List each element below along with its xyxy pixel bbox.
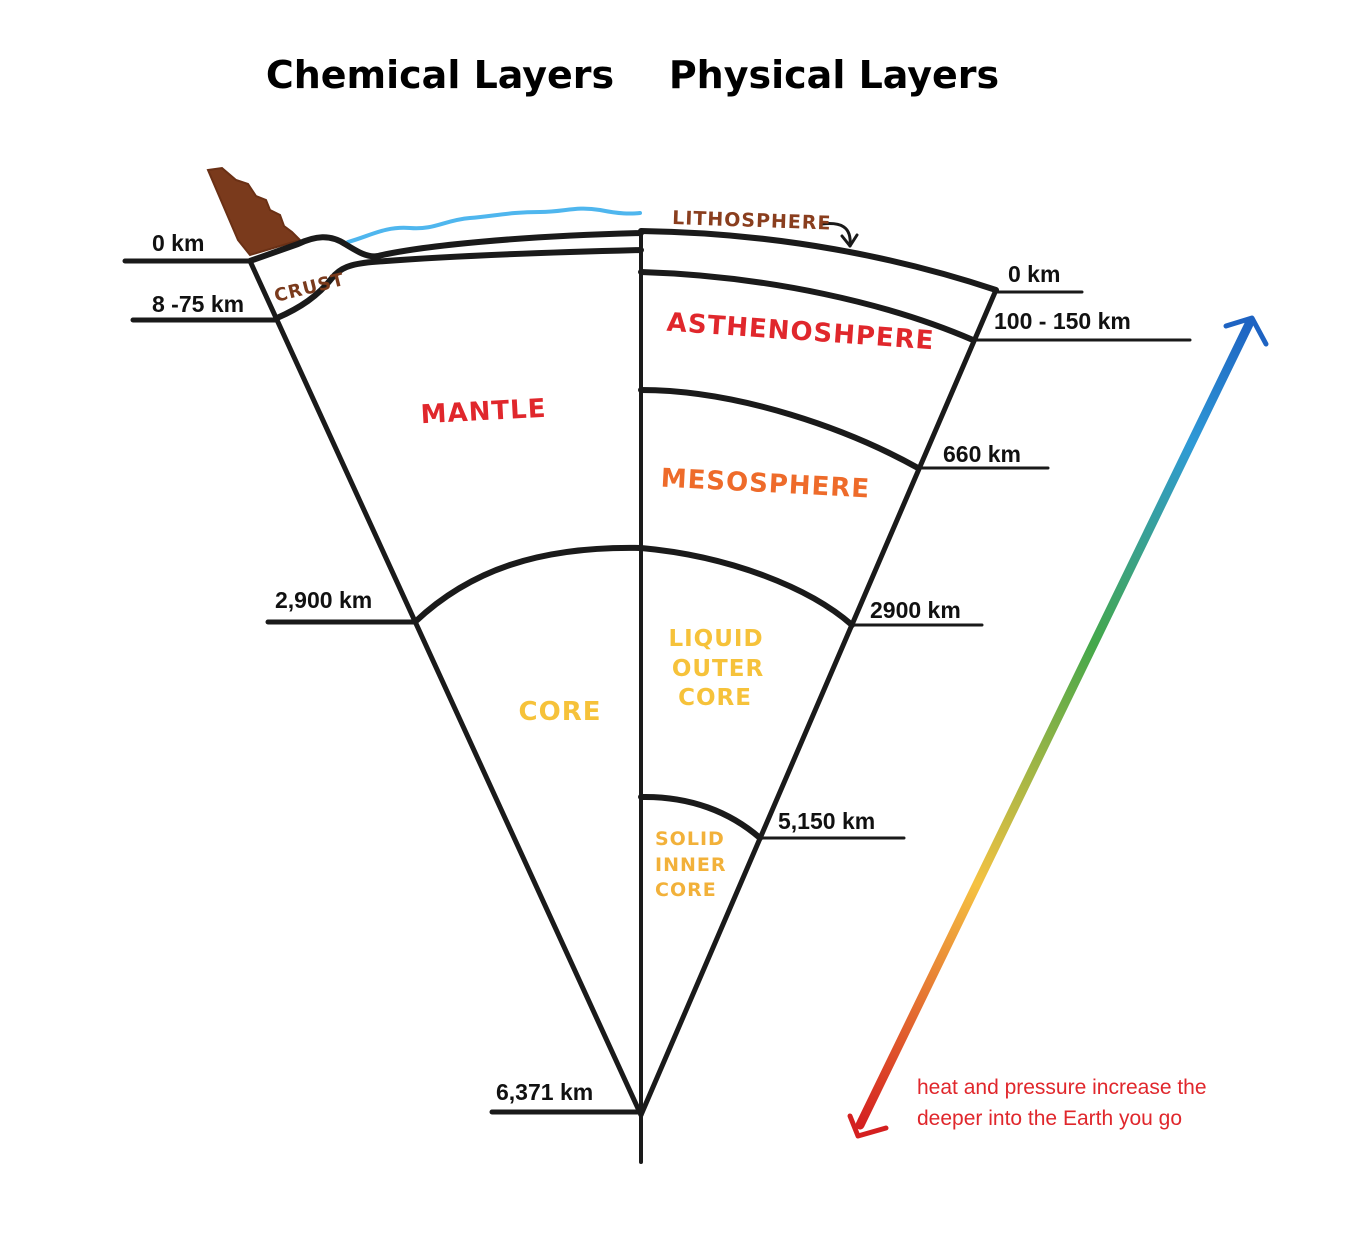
depth-label-0km-left: 0 km bbox=[152, 230, 204, 256]
outer-core-top-line bbox=[638, 545, 855, 628]
depth-label-2900-right: 2900 km bbox=[870, 597, 961, 623]
chemical-layers-heading: Chemical Layers bbox=[266, 53, 614, 97]
inner-core-top-line bbox=[638, 793, 763, 841]
chemical-surface-line bbox=[247, 230, 644, 264]
chemical-core-boundary bbox=[412, 544, 644, 625]
mantle-label: MANTLE bbox=[420, 394, 547, 431]
outer-core-label-line2: OUTER bbox=[672, 656, 764, 682]
outer-core-label-line3: CORE bbox=[678, 685, 752, 711]
outer-core-label-line1: LIQUID bbox=[668, 626, 763, 652]
gradient-arrowhead-bottom bbox=[847, 1113, 889, 1139]
left-wedge-edge bbox=[247, 258, 644, 1118]
crust-base-line bbox=[274, 247, 644, 321]
mesosphere-label: MESOSPHERE bbox=[660, 464, 871, 505]
depth-label-660: 660 km bbox=[943, 441, 1021, 467]
ocean-waterline bbox=[346, 206, 642, 244]
physical-surface-line bbox=[638, 228, 999, 293]
heat-pressure-gradient-arrow bbox=[855, 317, 1255, 1130]
lithosphere-base-line bbox=[638, 269, 976, 343]
gradient-arrowhead-top bbox=[1223, 315, 1269, 347]
depth-label-0km-right: 0 km bbox=[1008, 261, 1060, 287]
core-label: CORE bbox=[519, 697, 602, 727]
inner-core-label-line1: SOLID bbox=[655, 828, 725, 850]
inner-core-label-line3: CORE bbox=[655, 879, 717, 901]
depth-label-6371: 6,371 km bbox=[496, 1079, 593, 1105]
asthenosphere-label: ASTHENOSHPERE bbox=[666, 308, 936, 357]
depth-label-crust-base: 8 -75 km bbox=[152, 291, 244, 317]
mesosphere-top-line bbox=[638, 387, 921, 471]
lithosphere-arrowhead bbox=[840, 233, 859, 248]
right-wedge-edge bbox=[638, 287, 999, 1118]
depth-label-lithosphere-base: 100 - 150 km bbox=[994, 308, 1131, 334]
physical-layers-heading: Physical Layers bbox=[669, 53, 999, 97]
depth-label-2900-left: 2,900 km bbox=[275, 587, 372, 613]
heat-pressure-note-line2: deeper into the Earth you go bbox=[917, 1107, 1182, 1130]
inner-core-label-line2: INNER bbox=[655, 854, 726, 876]
lithosphere-pointer-arrow bbox=[820, 222, 852, 248]
mountain-shape bbox=[206, 166, 302, 257]
heat-pressure-note-line1: heat and pressure increase the bbox=[917, 1076, 1207, 1099]
depth-label-5150: 5,150 km bbox=[778, 808, 875, 834]
